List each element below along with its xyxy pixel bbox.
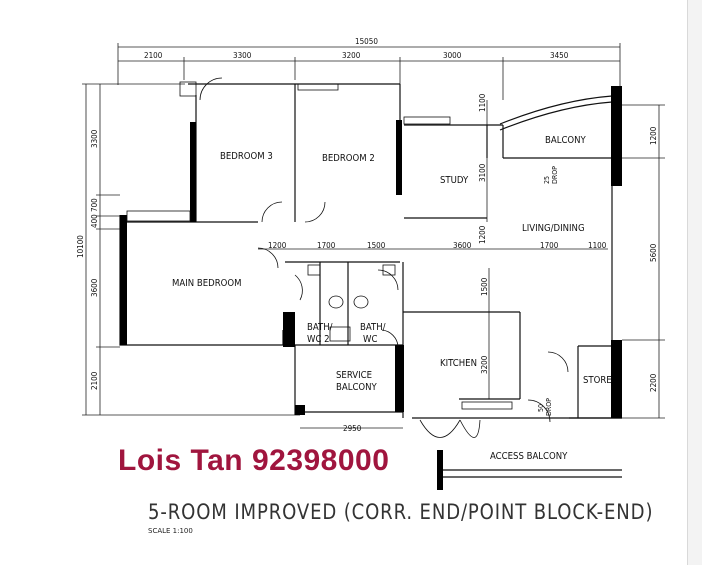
drop-note-balcony-1: 25: [543, 176, 551, 184]
room-service-line1: SERVICE: [336, 370, 372, 381]
drop-note-access-2: DROP: [545, 398, 553, 416]
room-study: STUDY: [440, 175, 469, 186]
dim-total-width: 15050: [355, 37, 378, 46]
dim-inner-2: 1700: [317, 241, 336, 250]
dim-right-3: 2200: [649, 373, 658, 392]
room-bath2-line2: WC 2: [307, 334, 330, 345]
dim-left-1: 3300: [90, 129, 99, 148]
plan-title: 5-ROOM IMPROVED (CORR. END/POINT BLOCK-E…: [148, 500, 654, 524]
dim-left-2: 700: [90, 198, 99, 212]
dim-inner-10: 1500: [480, 277, 489, 296]
room-bedroom2: BEDROOM 2: [322, 153, 375, 164]
room-bath-line2: WC: [363, 334, 377, 345]
room-access-balcony: ACCESS BALCONY: [490, 451, 568, 462]
room-service-line2: BALCONY: [336, 382, 378, 393]
drop-note-balcony-2: DROP: [551, 166, 559, 184]
drop-note-access-1: 50: [537, 404, 545, 412]
dim-right-1: 1200: [649, 126, 658, 145]
plan-scale: SCALE 1:100: [148, 527, 193, 535]
dim-left-5: 2100: [90, 371, 99, 390]
room-balcony: BALCONY: [545, 135, 587, 146]
page-edge-frame: [687, 0, 702, 565]
dim-inner-1: 1200: [268, 241, 287, 250]
room-bath2-line1: BATH/: [307, 322, 333, 333]
room-living-dining: LIVING/DINING: [522, 223, 585, 234]
dim-top-5: 3450: [550, 51, 569, 60]
dim-top-3: 3200: [342, 51, 361, 60]
dim-inner-7: 1100: [478, 93, 487, 112]
dim-inner-6: 1100: [588, 241, 607, 250]
dim-inner-12: 2950: [343, 424, 362, 433]
room-kitchen: KITCHEN: [440, 358, 477, 369]
dim-left-3: 400: [90, 214, 99, 228]
dim-left-total: 10100: [76, 235, 85, 258]
dim-right-2: 5600: [649, 243, 658, 262]
dim-top-1: 2100: [144, 51, 163, 60]
dim-top-4: 3000: [443, 51, 462, 60]
dim-inner-4: 3600: [453, 241, 472, 250]
room-bedroom3: BEDROOM 3: [220, 151, 273, 162]
dim-inner-5: 1700: [540, 241, 559, 250]
dim-inner-3: 1500: [367, 241, 386, 250]
agent-contact-label: Lois Tan 92398000: [118, 444, 390, 477]
room-store: STORE: [583, 375, 612, 386]
dim-inner-9: 1200: [478, 225, 487, 244]
room-bath-line1: BATH/: [360, 322, 386, 333]
dim-inner-11: 3200: [480, 355, 489, 374]
dim-top-2: 3300: [233, 51, 252, 60]
dim-inner-8: 3100: [478, 163, 487, 182]
room-main-bedroom: MAIN BEDROOM: [172, 278, 241, 289]
dim-left-4: 3600: [90, 278, 99, 297]
